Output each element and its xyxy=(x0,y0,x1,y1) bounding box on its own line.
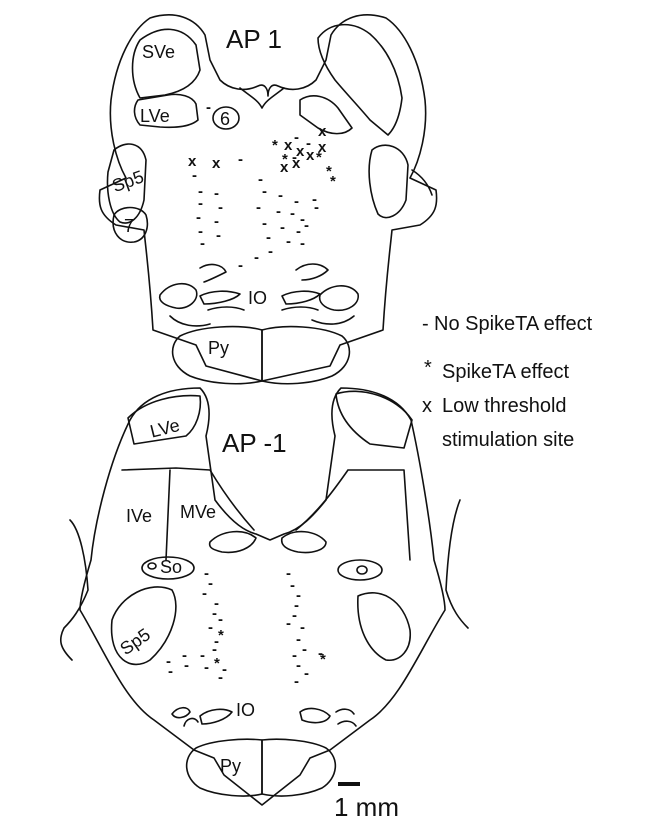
apm1-ive-inner xyxy=(166,470,170,560)
ap1-site-effect: * xyxy=(316,149,322,166)
ap1-site-effect: * xyxy=(330,173,336,190)
ap1-site-effect: * xyxy=(272,137,278,154)
ap1-site-no-effect: - xyxy=(290,205,295,222)
ap1-site-no-effect: - xyxy=(200,235,205,252)
apm1-right-divider xyxy=(296,470,410,560)
apm1-site-no-effect: - xyxy=(318,645,323,662)
ap1-site-low-threshold: x xyxy=(292,155,301,172)
legend: - No SpikeTA effect * SpikeTA effect x L… xyxy=(422,313,593,451)
ap1-site-low-threshold: x xyxy=(212,155,221,172)
ap1-site-no-effect: - xyxy=(206,99,211,116)
apm1-site-no-effect: - xyxy=(296,657,301,674)
ap1-site-no-effect: - xyxy=(262,183,267,200)
legend-symbol-lowthreshold: x xyxy=(422,395,432,417)
ap1-site-no-effect: - xyxy=(278,187,283,204)
apm1-site-no-effect: - xyxy=(296,631,301,648)
legend-text-continuation: stimulation site xyxy=(442,429,574,451)
legend-text-lowthreshold: Low threshold xyxy=(442,395,567,417)
apm1-io-structures xyxy=(172,708,356,726)
legend-symbol-effect: * xyxy=(424,357,432,379)
ap1-site-no-effect: - xyxy=(256,199,261,216)
ap1-site-low-threshold: x xyxy=(306,147,315,164)
apm1-right-sp5 xyxy=(358,593,410,660)
apm1-site-no-effect: - xyxy=(292,607,297,624)
ap1-label-sp5: Sp5 xyxy=(109,166,146,196)
ap1-site-no-effect: - xyxy=(192,167,197,184)
apm1-left-wing xyxy=(61,520,88,660)
ap1-midline xyxy=(240,88,284,108)
ap1-right-lobe xyxy=(318,25,402,135)
apm1-right-so-dot xyxy=(357,566,367,574)
apm1-site-no-effect: - xyxy=(204,659,209,676)
apm1-site-no-effect: - xyxy=(208,619,213,636)
apm1-site-no-effect: - xyxy=(218,669,223,686)
scale-bar-line xyxy=(338,782,360,786)
ap1-site-no-effect: - xyxy=(300,235,305,252)
apm1-site-no-effect: - xyxy=(168,663,173,680)
apm1-site-no-effect: - xyxy=(302,641,307,658)
ap1-title: AP 1 xyxy=(226,24,282,54)
ap1-site-no-effect: - xyxy=(238,151,243,168)
legend-text-effect: SpikeTA effect xyxy=(442,361,570,383)
apm1-label-mve: MVe xyxy=(180,502,216,522)
ap1-site-low-threshold: x xyxy=(318,123,327,140)
apm1-label-py: Py xyxy=(220,756,241,776)
apm1-site-no-effect: - xyxy=(290,577,295,594)
apm1-so-dot xyxy=(148,563,156,569)
apm1-site-no-effect: - xyxy=(218,611,223,628)
apm1-site-no-effect: - xyxy=(294,673,299,690)
apm1-right-wing xyxy=(446,500,468,628)
ap1-site-no-effect: - xyxy=(314,199,319,216)
ap1-label-6: 6 xyxy=(220,109,230,129)
ap1-site-no-effect: - xyxy=(268,243,273,260)
apm1-site-no-effect: - xyxy=(304,665,309,682)
ap1-site-no-effect: - xyxy=(254,249,259,266)
apm1-label-ive: IVe xyxy=(126,506,152,526)
apm1-site-no-effect: - xyxy=(202,585,207,602)
ap1-site-effect: * xyxy=(282,151,288,168)
ap1-site-no-effect: - xyxy=(286,233,291,250)
ap1-site-no-effect: - xyxy=(216,227,221,244)
ap1-site-no-effect: - xyxy=(280,219,285,236)
ap1-left-lobe xyxy=(133,29,201,98)
apm1-center-right xyxy=(282,532,326,553)
apm1-title: AP -1 xyxy=(222,428,287,458)
ap1-label-py: Py xyxy=(208,338,229,358)
ap1-right-sp5 xyxy=(369,145,408,217)
ap1-label-lve: LVe xyxy=(140,106,170,126)
ap1-py-right xyxy=(262,327,349,384)
apm1-site-no-effect: - xyxy=(208,575,213,592)
apm1-site-no-effect: - xyxy=(286,615,291,632)
scale-bar: 1 mm xyxy=(334,782,399,822)
legend-symbol-none: - xyxy=(422,313,429,335)
apm1-marks: -------*----*----------------*---- xyxy=(166,565,326,690)
ap1-site-no-effect: - xyxy=(238,257,243,274)
legend-text-none: No SpikeTA effect xyxy=(434,313,593,335)
apm1-py-right xyxy=(262,739,335,796)
ap1-outline xyxy=(99,15,436,381)
ap1-label-sve: SVe xyxy=(142,42,175,62)
apm1-site-no-effect: - xyxy=(184,657,189,674)
apm1-center-left xyxy=(210,532,256,553)
apm1-right-so xyxy=(338,560,382,580)
apm1-label-sp5: Sp5 xyxy=(116,624,154,659)
apm1-right-cap xyxy=(336,391,412,448)
section-ap1: AP 1 SVe LVe 6 Sp5 7 IO Py -xx-*x-x-xx-x… xyxy=(99,15,436,384)
ap1-right-lateral xyxy=(412,170,432,195)
ap1-site-no-effect: - xyxy=(304,217,309,234)
apm1-label-io: IO xyxy=(236,700,255,720)
scale-bar-label: 1 mm xyxy=(334,792,399,822)
ap1-label-7: 7 xyxy=(124,216,134,236)
ap1-label-io: IO xyxy=(248,288,267,308)
ap1-site-no-effect: - xyxy=(276,203,281,220)
apm1-label-so: So xyxy=(160,557,182,577)
section-apm1: AP -1 LVe IVe MVe So Sp5 IO Py -------*-… xyxy=(61,388,468,805)
